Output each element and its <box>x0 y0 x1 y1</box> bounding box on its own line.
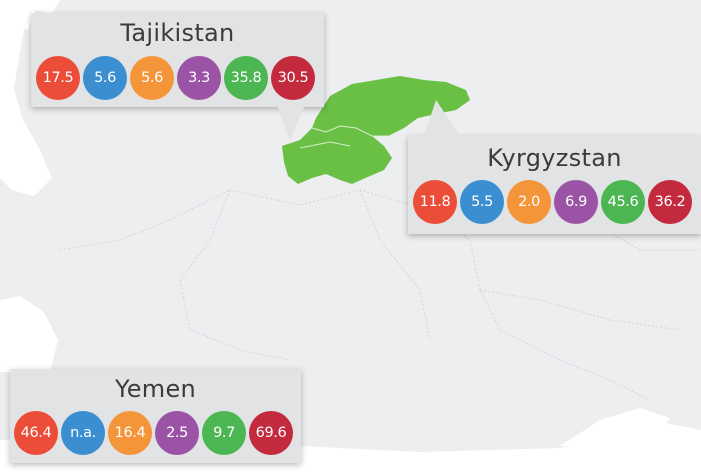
callout-kyrgyzstan: Kyrgyzstan 11.8 5.5 2.0 6.9 45.6 36.2 <box>408 136 701 234</box>
indicator-circle-4: 6.9 <box>554 180 598 224</box>
indicator-circle-1: 17.5 <box>36 56 80 100</box>
water-body-gulf-of-aden <box>560 408 670 446</box>
water-body-north <box>0 0 60 30</box>
indicator-circle-4: 3.3 <box>177 56 221 100</box>
indicator-circle-2: 5.6 <box>83 56 127 100</box>
indicator-circle-5: 45.6 <box>601 180 645 224</box>
indicator-circle-1: 46.4 <box>14 411 58 455</box>
highlighted-internal-border <box>299 125 388 149</box>
callout-yemen: Yemen 46.4 n.a. 16.4 2.5 9.7 69.6 <box>10 369 301 463</box>
indicator-circle-6: 36.2 <box>648 180 692 224</box>
country-name-tajikistan: Tajikistan <box>120 19 235 47</box>
callout-tajikistan: Tajikistan 17.5 5.6 5.6 3.3 35.8 30.5 <box>31 13 324 107</box>
callout-pointer-kyrgyzstan <box>424 100 460 136</box>
country-borders <box>59 189 701 401</box>
indicator-circle-6: 69.6 <box>249 411 293 455</box>
indicator-circle-5: 35.8 <box>224 56 268 100</box>
indicator-circle-5: 9.7 <box>202 411 246 455</box>
indicator-circle-1: 11.8 <box>413 180 457 224</box>
water-body-caspian <box>0 0 52 196</box>
indicator-row-yemen: 46.4 n.a. 16.4 2.5 9.7 69.6 <box>14 411 293 455</box>
indicator-circle-4: 2.5 <box>155 411 199 455</box>
indicator-row-kyrgyzstan: 11.8 5.5 2.0 6.9 45.6 36.2 <box>413 180 692 224</box>
indicator-circle-3: 5.6 <box>130 56 174 100</box>
indicator-circle-2: 5.5 <box>460 180 504 224</box>
kyrgyzstan-shape <box>312 76 470 136</box>
water-body-persian-gulf <box>0 296 58 372</box>
indicator-circle-2: n.a. <box>61 411 105 455</box>
country-name-kyrgyzstan: Kyrgyzstan <box>487 144 622 172</box>
indicator-circle-3: 2.0 <box>507 180 551 224</box>
indicator-circle-6: 30.5 <box>271 56 315 100</box>
indicator-row-tajikistan: 17.5 5.6 5.6 3.3 35.8 30.5 <box>36 56 315 100</box>
callout-pointer-tajikistan <box>278 107 304 141</box>
tajikistan-shape <box>282 126 392 184</box>
country-name-yemen: Yemen <box>114 375 197 403</box>
indicator-circle-3: 16.4 <box>108 411 152 455</box>
